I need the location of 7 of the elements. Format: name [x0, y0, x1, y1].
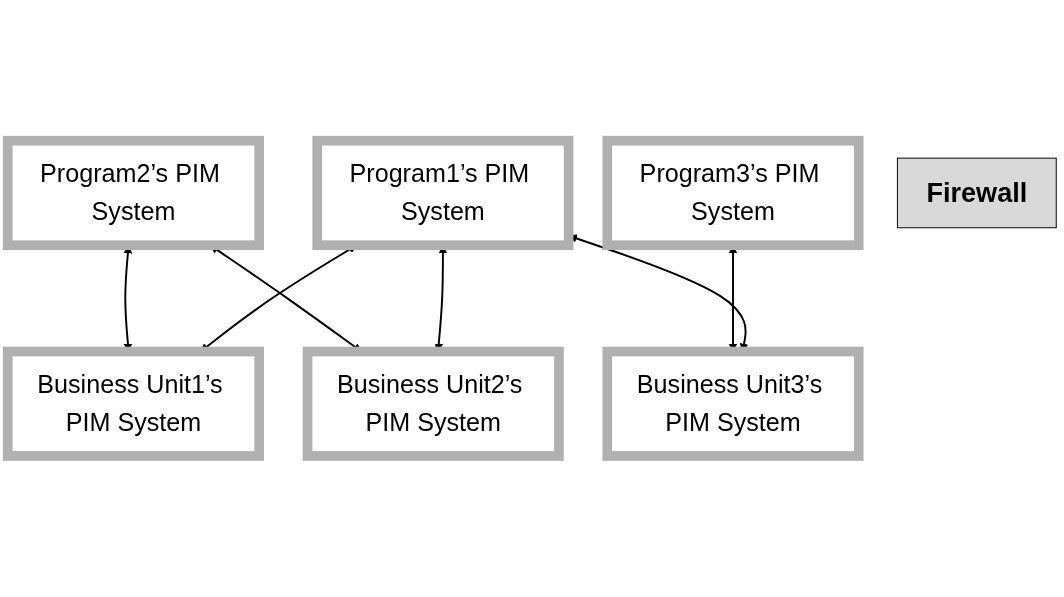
- node-box: Program1’s PIM System: [312, 136, 574, 251]
- node-box: Program3’s PIM System: [602, 136, 864, 251]
- node-box: Program2’s PIM System: [2, 136, 264, 251]
- node-box: Firewall: [896, 157, 1057, 229]
- node-box: Business Unit3’s PIM System: [602, 346, 864, 461]
- node-box: Business Unit1’s PIM System: [2, 346, 264, 461]
- node-box: Business Unit2’s PIM System: [302, 346, 564, 461]
